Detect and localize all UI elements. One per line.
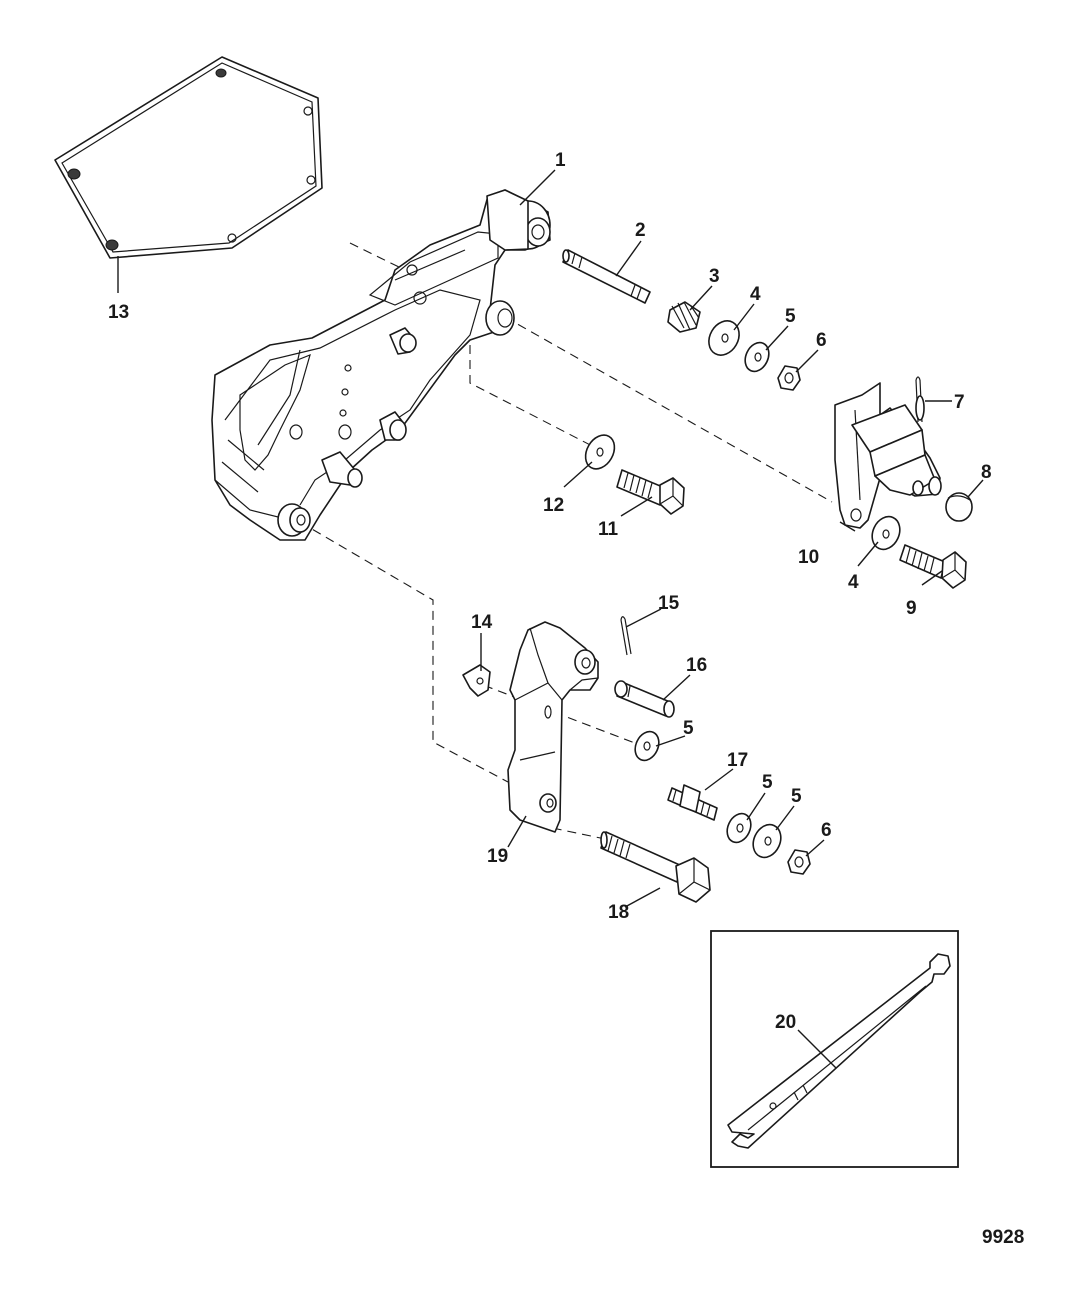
part-4-washer-upper	[708, 320, 740, 356]
callout-numbers: 1 2 3 4 5 6 7 8 9 10 4 11 12 13 14 15 16…	[108, 150, 992, 1033]
part-14-clip	[462, 664, 491, 697]
part-5-washer-upper	[744, 341, 770, 373]
callout-12: 12	[543, 495, 564, 516]
part-1-shift-bracket	[211, 189, 551, 541]
part-5-washer-middle	[634, 730, 660, 762]
part-5-washer-lower-1	[726, 812, 752, 844]
part-6-nut-upper	[777, 365, 801, 391]
part-6-nut-lower	[787, 849, 811, 875]
part-10-lever-bracket	[834, 382, 942, 529]
part-19-shift-lever	[507, 621, 599, 833]
part-3-spring	[667, 301, 701, 333]
part-2-stud	[562, 249, 651, 304]
callout-3: 3	[709, 266, 720, 287]
callout-5-lower-2: 5	[791, 786, 802, 807]
callout-19: 19	[487, 846, 508, 867]
leader-lines	[117, 169, 984, 1069]
callout-10: 10	[798, 547, 819, 568]
callout-17: 17	[727, 750, 748, 771]
callout-5-middle: 5	[683, 718, 694, 739]
figure-number: 9928	[982, 1227, 1024, 1248]
part-9-bolt	[899, 544, 967, 589]
callout-1: 1	[555, 150, 566, 171]
part-16-clevis-pin	[614, 680, 675, 718]
callout-5: 5	[785, 306, 796, 327]
part-18-bolt	[600, 831, 711, 903]
part-13-cover-plate	[54, 56, 323, 259]
part-8-cap	[945, 492, 973, 522]
callout-7: 7	[954, 392, 965, 413]
callout-13: 13	[108, 302, 129, 323]
part-15-cotter-pin	[620, 616, 632, 656]
callout-14: 14	[471, 612, 493, 633]
callout-20: 20	[775, 1012, 796, 1033]
callout-5-lower-1: 5	[762, 772, 773, 793]
callout-8: 8	[981, 462, 992, 483]
part-12-washer	[584, 434, 616, 470]
part-11-bolt	[616, 469, 685, 515]
callout-18: 18	[608, 902, 629, 923]
callout-11: 11	[598, 519, 619, 540]
callout-4-right: 4	[848, 572, 859, 593]
callout-6-lower: 6	[821, 820, 832, 841]
callout-16: 16	[686, 655, 707, 676]
callout-15: 15	[658, 593, 680, 614]
callout-9: 9	[906, 598, 917, 619]
part-5-washer-lower-2	[752, 823, 782, 859]
callout-2: 2	[635, 220, 646, 241]
part-20-inset-box	[710, 930, 959, 1168]
part-4-washer-right	[871, 515, 901, 551]
callout-6: 6	[816, 330, 827, 351]
part-17-stud	[667, 784, 718, 821]
callout-4: 4	[750, 284, 761, 305]
